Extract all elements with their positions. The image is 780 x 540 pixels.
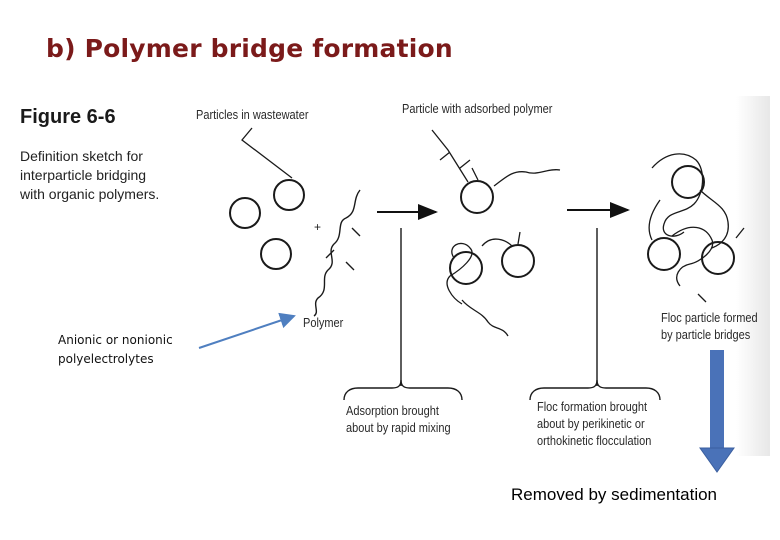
caption-line: with organic polymers. bbox=[20, 186, 160, 202]
label-adsorption: Adsorption brought about by rapid mixing bbox=[346, 404, 451, 435]
label-polymer: Polymer bbox=[303, 316, 344, 330]
sedimentation-label: Removed by sedimentation bbox=[511, 485, 718, 504]
label-particles-in-wastewater: Particles in wastewater bbox=[196, 108, 309, 122]
figure-label: Figure 6-6 bbox=[20, 106, 116, 128]
particle bbox=[449, 251, 483, 285]
particle bbox=[671, 165, 705, 199]
particle bbox=[229, 197, 261, 229]
particle bbox=[260, 238, 292, 270]
label-floc-particle: Floc particle formed by particle bridges bbox=[661, 311, 758, 342]
bridging-chains bbox=[648, 153, 745, 303]
particles-in-wastewater-group bbox=[229, 179, 305, 270]
label-leader-line bbox=[241, 127, 293, 179]
callout-line: Anionic or nonionic bbox=[58, 333, 173, 347]
particle bbox=[460, 180, 494, 214]
label-floc-formation: Floc formation brought about by perikine… bbox=[537, 400, 652, 448]
label-particle-with-polymer: Particle with adsorbed polymer bbox=[402, 102, 553, 116]
slide-title: b) Polymer bridge formation bbox=[46, 34, 453, 63]
polyelectrolyte-callout: Anionic or nonionic polyelectrolytes bbox=[58, 331, 173, 369]
plus-sign: + bbox=[314, 220, 321, 234]
callout-arrow bbox=[198, 312, 296, 349]
figure-caption: Definition sketch for interparticle brid… bbox=[20, 147, 190, 204]
particle bbox=[701, 241, 735, 275]
free-polymer-chain bbox=[313, 189, 361, 317]
caption-line: Definition sketch for bbox=[20, 148, 143, 164]
caption-line: interparticle bridging bbox=[20, 167, 147, 183]
bracket-floc-formation bbox=[529, 228, 661, 401]
floc-particle-group bbox=[647, 165, 735, 275]
particle-with-polymer-group bbox=[449, 180, 535, 285]
scan-edge-shadow bbox=[736, 96, 770, 456]
sedimentation-arrow bbox=[699, 350, 735, 473]
callout-line: polyelectrolytes bbox=[58, 352, 154, 366]
particle bbox=[647, 237, 681, 271]
bracket-adsorption bbox=[343, 228, 463, 401]
particle bbox=[501, 244, 535, 278]
particle bbox=[273, 179, 305, 211]
adsorbed-polymer-chains bbox=[431, 129, 561, 337]
